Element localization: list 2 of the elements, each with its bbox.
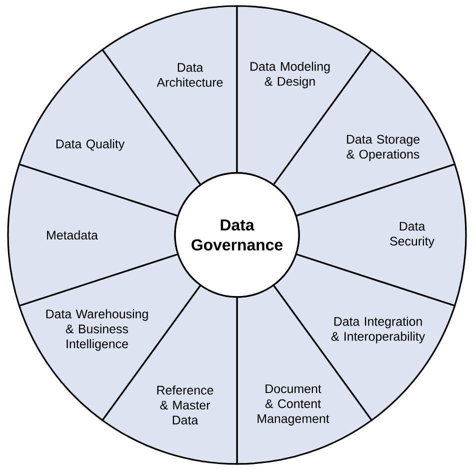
wheel-segment: Metadata <box>7 163 179 307</box>
wheel-segment: Data Security <box>295 163 467 307</box>
